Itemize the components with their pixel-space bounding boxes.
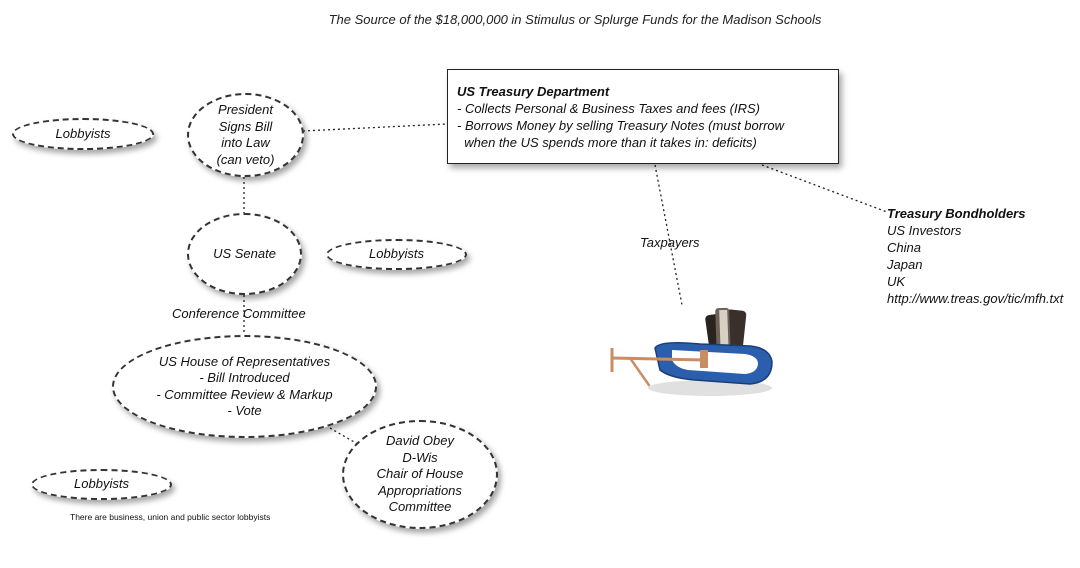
lobbyists-node-mid: Lobbyists bbox=[326, 239, 467, 270]
clamp-screw-icon bbox=[610, 348, 705, 387]
senate-text: US Senate bbox=[213, 246, 276, 263]
treasury-line-1: - Collects Personal & Business Taxes and… bbox=[457, 101, 760, 116]
treasury-box: US Treasury Department - Collects Person… bbox=[447, 69, 839, 164]
wallet-in-clamp-image bbox=[610, 307, 773, 396]
lobbyists-node-top: Lobbyists bbox=[12, 118, 154, 150]
treasury-line-2: - Borrows Money by selling Treasury Note… bbox=[457, 118, 785, 133]
text-line: Lobbyists bbox=[74, 476, 129, 492]
lobbyists-footnote: There are business, union and public sec… bbox=[70, 512, 271, 522]
text-line: http://www.treas.gov/tic/mfh.txt bbox=[887, 291, 1064, 306]
bondholders-heading: Treasury Bondholders bbox=[887, 206, 1026, 221]
text-line: Lobbyists bbox=[369, 246, 424, 262]
conference-committee-label: Conference Committee bbox=[172, 306, 306, 321]
diagram-title: The Source of the $18,000,000 in Stimulu… bbox=[328, 12, 822, 27]
c-clamp-icon bbox=[654, 341, 773, 385]
text-line: into Law bbox=[221, 135, 270, 150]
text-line: China bbox=[887, 240, 921, 255]
text-line: - Bill Introduced bbox=[199, 370, 290, 385]
senate-node: US Senate bbox=[187, 213, 302, 295]
link-president-treasury bbox=[302, 123, 448, 132]
lobbyists-bottom-text: Lobbyists bbox=[74, 476, 129, 493]
text-line: Japan bbox=[887, 257, 923, 272]
text-line: UK bbox=[887, 274, 906, 289]
house-text: US House of Representatives- Bill Introd… bbox=[156, 354, 332, 420]
text-line: (can veto) bbox=[216, 151, 275, 167]
link-treasury-taxpayers bbox=[654, 164, 683, 306]
link-treasury-bondholders bbox=[761, 164, 888, 213]
text-line: Signs Bill bbox=[218, 118, 273, 134]
text-line: David Obey bbox=[386, 433, 454, 449]
text-line: Chair of House bbox=[376, 466, 464, 482]
lobbyists-mid-text: Lobbyists bbox=[369, 246, 424, 263]
text-line: Committee bbox=[388, 499, 452, 515]
text-line: Lobbyists bbox=[55, 125, 111, 141]
house-node: US House of Representatives- Bill Introd… bbox=[112, 335, 377, 438]
text-line: US House of Representatives bbox=[158, 353, 331, 369]
text-line: US Senate bbox=[213, 245, 276, 261]
text-line: President bbox=[218, 102, 273, 117]
text-line: US Investors bbox=[887, 223, 962, 238]
text-line: - Vote bbox=[227, 403, 262, 418]
text-line: - Committee Review & Markup bbox=[156, 386, 333, 402]
treasury-line-3: when the US spends more than it takes in… bbox=[457, 135, 757, 150]
treasury-heading: US Treasury Department bbox=[457, 84, 610, 99]
taxpayers-label: Taxpayers bbox=[640, 235, 700, 250]
text-line: D-Wis bbox=[402, 449, 438, 465]
lobbyists-top-text: Lobbyists bbox=[56, 126, 111, 143]
text-line: Appropriations bbox=[378, 482, 462, 498]
lobbyists-node-bottom: Lobbyists bbox=[31, 469, 172, 500]
